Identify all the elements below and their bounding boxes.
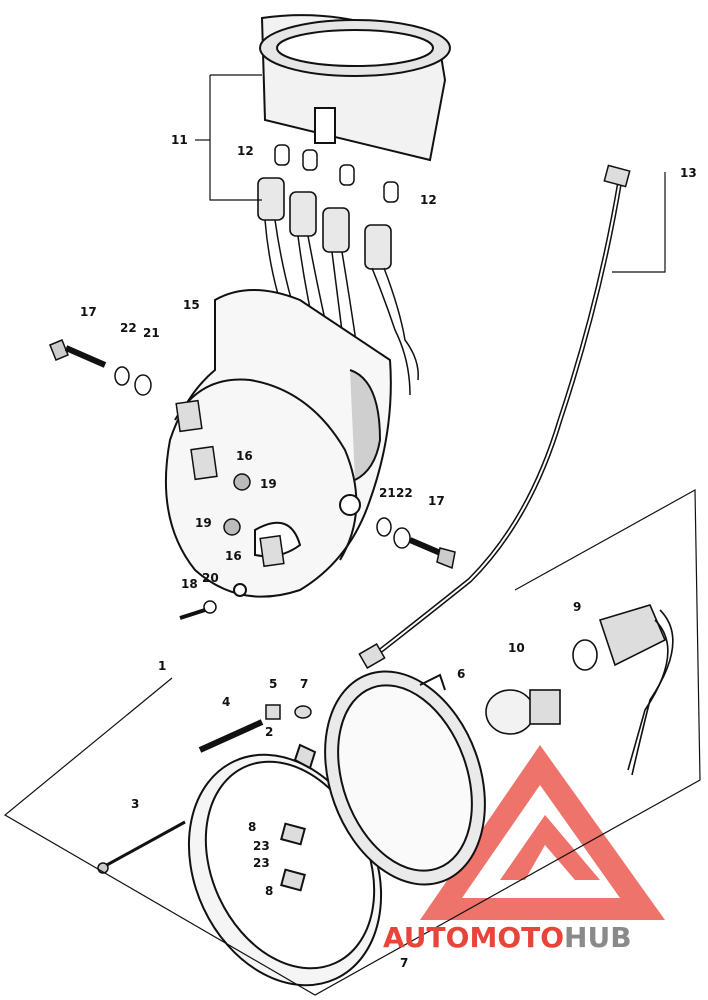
brackets-and-nuts bbox=[175, 399, 285, 568]
watermark-text: AUTOMOTOHUB bbox=[383, 921, 632, 954]
automotohub-watermark bbox=[420, 745, 665, 920]
case-screw bbox=[179, 600, 217, 620]
callout-22a: 22 bbox=[120, 321, 137, 335]
callout-18: 18 bbox=[181, 577, 198, 591]
callout-23b: 23 bbox=[253, 856, 270, 870]
bulb-sockets bbox=[257, 177, 392, 270]
headlight-case bbox=[164, 289, 392, 598]
part-callouts: 11 12 12 13 15 17 22 21 16 19 21 22 17 1… bbox=[80, 133, 697, 970]
callout-8b: 8 bbox=[265, 884, 273, 898]
watermark-word-auto: AUTO bbox=[383, 921, 469, 954]
indicator-bulbs bbox=[274, 144, 399, 203]
callout-19a: 19 bbox=[260, 477, 277, 491]
headlight-rim bbox=[187, 743, 383, 987]
callout-9: 9 bbox=[573, 600, 581, 614]
callout-12a: 12 bbox=[237, 144, 254, 158]
watermark-word-moto: MOTO bbox=[469, 921, 564, 954]
callout-4: 4 bbox=[222, 695, 230, 709]
callout-2: 2 bbox=[265, 725, 273, 739]
callout-7a: 7 bbox=[300, 677, 308, 691]
leader-lines bbox=[3, 74, 701, 996]
callout-5: 5 bbox=[269, 677, 277, 691]
callout-16b: 16 bbox=[225, 549, 242, 563]
callout-21b: 21 bbox=[379, 486, 396, 500]
mounting-bolts bbox=[49, 339, 456, 570]
sealed-beam-lens bbox=[324, 670, 486, 886]
callout-10: 10 bbox=[508, 641, 525, 655]
adjust-spring bbox=[198, 704, 312, 753]
callout-23a: 23 bbox=[253, 839, 270, 853]
callout-19b: 19 bbox=[195, 516, 212, 530]
callout-22b: 22 bbox=[396, 486, 413, 500]
callout-1: 1 bbox=[158, 659, 166, 673]
watermark-word-hub: HUB bbox=[564, 921, 632, 954]
callout-6: 6 bbox=[457, 667, 465, 681]
speedometer-housing bbox=[259, 14, 451, 162]
callout-17b: 17 bbox=[428, 494, 445, 508]
speedometer-cable bbox=[358, 164, 631, 669]
callout-20: 20 bbox=[202, 571, 219, 585]
headlight-bulb bbox=[485, 689, 561, 735]
callout-16a: 16 bbox=[236, 449, 253, 463]
bulb-socket bbox=[572, 604, 674, 776]
callout-13: 13 bbox=[680, 166, 697, 180]
callout-8a: 8 bbox=[248, 820, 256, 834]
callout-11: 11 bbox=[171, 133, 188, 147]
callout-17a: 17 bbox=[80, 305, 97, 319]
callout-15: 15 bbox=[183, 298, 200, 312]
callout-3: 3 bbox=[131, 797, 139, 811]
callout-21a: 21 bbox=[143, 326, 160, 340]
callout-7b: 7 bbox=[400, 956, 408, 970]
callout-12b: 12 bbox=[420, 193, 437, 207]
rim-screw bbox=[97, 820, 186, 874]
